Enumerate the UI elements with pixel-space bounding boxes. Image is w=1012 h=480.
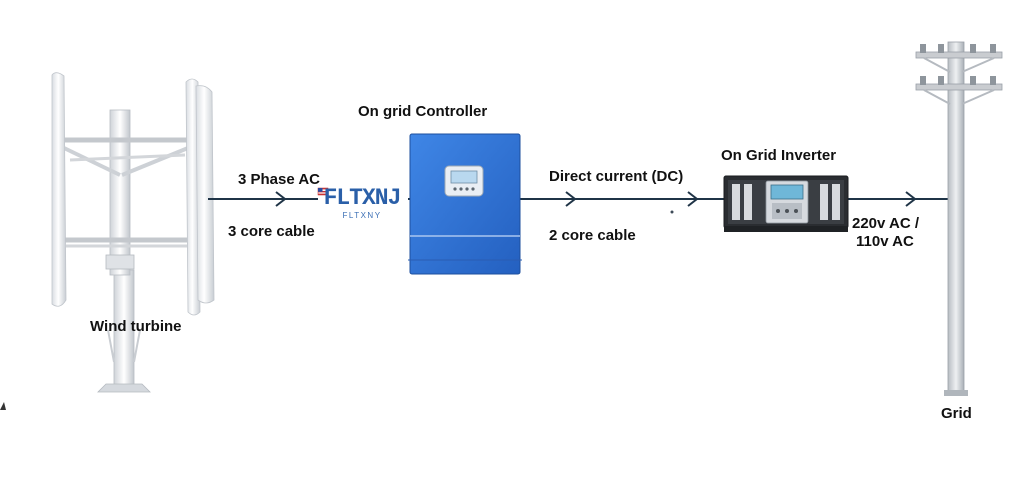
watermark-logo: FLTXNJ FLTXNY xyxy=(314,186,410,221)
flag-icon xyxy=(317,187,329,196)
arrow-right-icon xyxy=(905,191,917,207)
label-grid: Grid xyxy=(941,405,972,422)
label-dc: Direct current (DC) xyxy=(549,168,684,185)
watermark-logo-text: FLTXNJ xyxy=(323,185,402,211)
label-two-core: 2 core cable xyxy=(549,227,636,244)
label-controller: On grid Controller xyxy=(358,103,488,120)
utility-pole-icon xyxy=(915,41,1003,396)
connection-line xyxy=(208,198,952,214)
label-ac-output-line2: 110v AC xyxy=(856,233,914,250)
arrow-right-icon xyxy=(565,191,577,207)
label-turbine: Wind turbine xyxy=(90,318,182,335)
arrow-right-icon xyxy=(687,191,699,207)
arrow-right-icon xyxy=(275,191,287,207)
label-three-core: 3 core cable xyxy=(228,223,315,240)
label-ac-output-line1: 220v AC / xyxy=(852,215,919,232)
label-three-phase: 3 Phase AC xyxy=(238,171,320,188)
inverter-icon xyxy=(723,175,849,232)
controller-icon xyxy=(408,133,522,275)
edge-mark xyxy=(0,402,6,410)
watermark-sub-text: FLTXNY xyxy=(342,211,382,220)
wind-turbine-icon xyxy=(51,72,215,393)
label-inverter: On Grid Inverter xyxy=(721,147,837,164)
